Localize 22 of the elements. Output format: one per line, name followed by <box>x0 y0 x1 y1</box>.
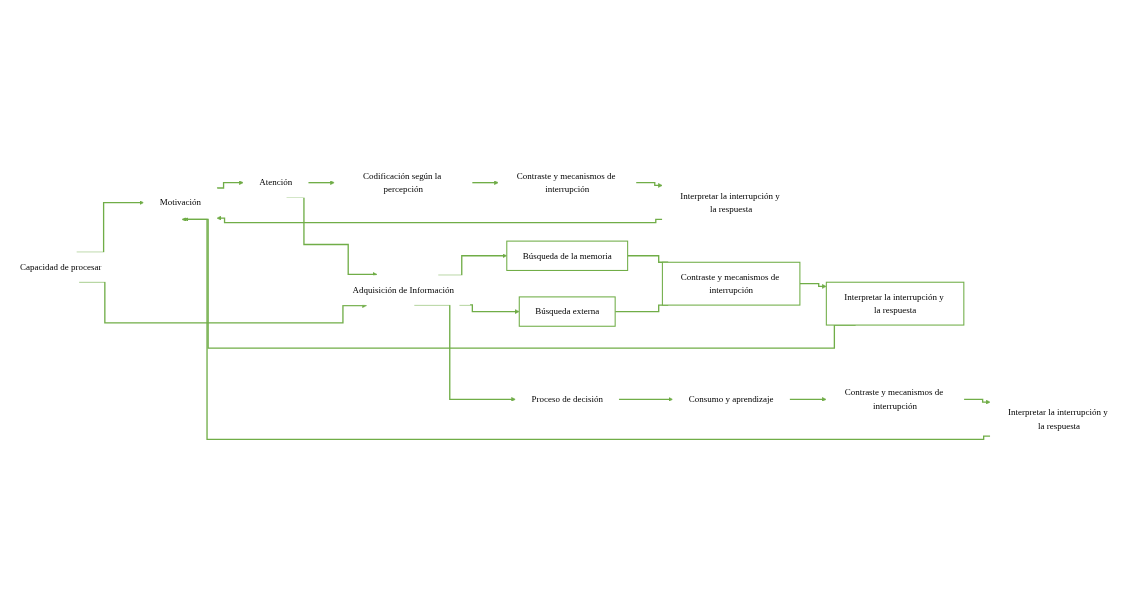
node-box: Búsqueda externa <box>518 296 616 327</box>
node-text: Proceso de decisión <box>531 394 603 405</box>
arrow <box>471 180 499 185</box>
node-text: Interpretar la interrupción y la respuesta <box>1008 407 1108 431</box>
arrow <box>181 217 991 440</box>
arrow <box>788 397 827 402</box>
node-text: Consumo y aprendizaje <box>688 394 774 405</box>
node-box: Contraste y mecanismos de interrupción <box>661 261 801 306</box>
node-box: Interpretar la interrupción y la respuesta <box>825 281 965 326</box>
arrow <box>216 215 664 224</box>
node-text: Motivación <box>159 197 202 208</box>
arrow <box>963 398 991 405</box>
arrow <box>799 283 827 289</box>
arrow <box>216 180 244 189</box>
node-text: Contraste y mecanismos de interrupción <box>516 170 616 195</box>
node-box: Búsqueda de la memoria <box>506 240 629 271</box>
node-text: Interpretar la interrupción y la respuesta <box>680 190 780 215</box>
node-text: Contraste y mecanismos de interrupción <box>844 387 944 411</box>
arrow <box>618 397 674 402</box>
arrow <box>635 182 663 188</box>
arrow <box>307 180 335 185</box>
node-text: Codificación según la percepción <box>362 170 442 195</box>
